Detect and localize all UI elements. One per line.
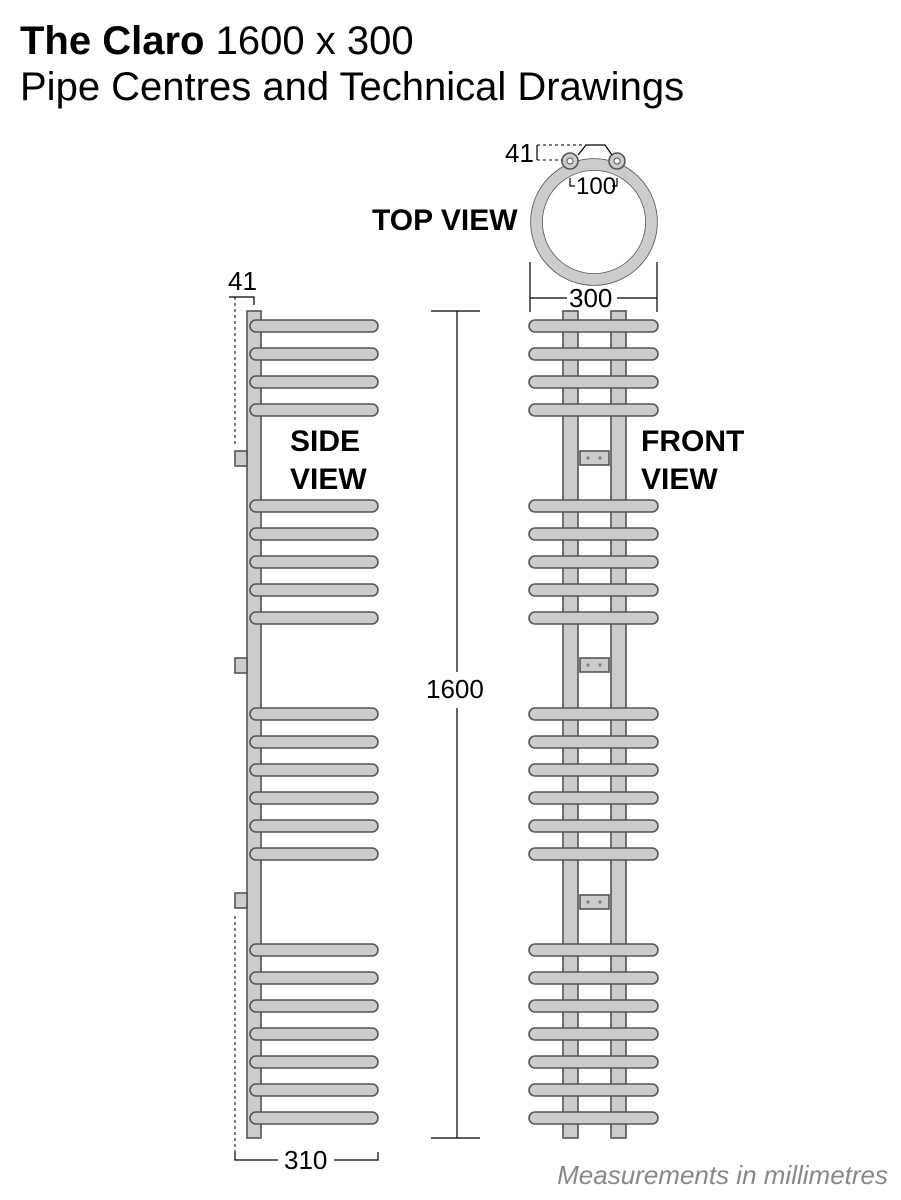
dim-pipe-centres-left [569, 178, 575, 187]
side-view-bar [249, 375, 379, 389]
page-title: The Claro 1600 x 300 Pipe Centres and Te… [20, 18, 684, 110]
dim-pipe-centres-right [612, 178, 618, 187]
front-view-bar [528, 499, 659, 513]
front-view-bar [528, 999, 659, 1013]
front-view-bar [528, 555, 659, 569]
side-view-bar [249, 1055, 379, 1069]
side-view-bar [249, 611, 379, 625]
front-view-bar [528, 375, 659, 389]
side-view-bar [249, 499, 379, 513]
bracket-screw-icon [586, 663, 590, 667]
side-view-bar [249, 1027, 379, 1041]
dim-pipe-centres-label: 100 [576, 173, 616, 200]
dim-height-label: 1600 [426, 674, 484, 704]
front-view-label-2: VIEW [641, 463, 718, 496]
side-view-bar [249, 1111, 379, 1125]
product-name: The Claro [20, 19, 205, 63]
side-view-bar [249, 819, 379, 833]
side-view-bar [249, 403, 379, 417]
bracket-screw-icon [598, 663, 602, 667]
side-view-bar [249, 707, 379, 721]
side-view-bar [249, 971, 379, 985]
front-view-bar [528, 943, 659, 957]
side-view: 41 310 SIDE VIEW [228, 266, 379, 1175]
side-view-upright [246, 310, 262, 1139]
side-view-bracket-3 [234, 892, 248, 909]
dim-width-label: 300 [569, 283, 612, 313]
front-view-bar [528, 735, 659, 749]
front-view-bar [528, 611, 659, 625]
front-view-bracket [579, 894, 610, 910]
front-view-bars [528, 319, 659, 1125]
dim-side-offset-line [229, 296, 255, 305]
top-view: 41 100 300 TOP VIEW [372, 138, 658, 313]
front-view-bar [528, 319, 659, 333]
front-view-bar [528, 971, 659, 985]
front-view-brackets [579, 450, 610, 910]
front-view-bar [528, 847, 659, 861]
front-view-bracket [579, 450, 610, 466]
side-view-label-2: VIEW [290, 463, 367, 496]
side-view-bar [249, 555, 379, 569]
side-view-bracket-1 [234, 450, 248, 467]
side-view-bars [249, 319, 379, 1125]
side-view-bar [249, 999, 379, 1013]
front-view-bar [528, 1111, 659, 1125]
front-view-label-1: FRONT [641, 425, 744, 458]
bracket-screw-icon [598, 900, 602, 904]
side-view-bar [249, 763, 379, 777]
bracket-screw-icon [586, 456, 590, 460]
height-dimension: 1600 [426, 310, 484, 1139]
side-view-bar [249, 791, 379, 805]
dim-depth-line-left [234, 1152, 278, 1161]
front-view-bar [528, 403, 659, 417]
page-subtitle: Pipe Centres and Technical Drawings [20, 65, 685, 109]
dim-top-leader [586, 144, 613, 156]
dim-depth-label: 310 [284, 1145, 327, 1175]
front-view-bar [528, 527, 659, 541]
front-view-bar [528, 791, 659, 805]
side-view-bracket-2 [234, 657, 248, 674]
front-view: FRONT VIEW [528, 310, 744, 1139]
top-view-pipe-left-bore [566, 157, 574, 165]
product-size: 1600 x 300 [215, 19, 414, 63]
front-view-bar [528, 1027, 659, 1041]
front-view-bar [528, 583, 659, 597]
front-view-bracket [579, 657, 610, 673]
dim-top-offset-label: 41 [505, 138, 534, 168]
side-view-bar [249, 527, 379, 541]
top-view-label: TOP VIEW [372, 204, 518, 237]
side-view-bar [249, 347, 379, 361]
side-view-bar [249, 1083, 379, 1097]
side-view-bar [249, 847, 379, 861]
side-view-bar [249, 319, 379, 333]
bracket-screw-icon [598, 456, 602, 460]
front-view-bar [528, 707, 659, 721]
units-note: Measurements in millimetres [557, 1160, 888, 1190]
dim-depth-line-right [334, 1152, 379, 1161]
front-view-bar [528, 347, 659, 361]
dim-side-offset-label: 41 [228, 266, 257, 296]
side-view-bar [249, 943, 379, 957]
front-view-upright-left [562, 310, 579, 1139]
dim-top-leader-left [577, 144, 587, 156]
front-view-bar [528, 1083, 659, 1097]
top-view-pipe-right-bore [613, 157, 621, 165]
front-view-upright-right [610, 310, 627, 1139]
front-view-bar [528, 1055, 659, 1069]
side-view-bar [249, 583, 379, 597]
front-view-bar [528, 763, 659, 777]
side-view-bar [249, 735, 379, 749]
side-view-label-1: SIDE [290, 425, 360, 458]
bracket-screw-icon [586, 900, 590, 904]
front-view-bar [528, 819, 659, 833]
